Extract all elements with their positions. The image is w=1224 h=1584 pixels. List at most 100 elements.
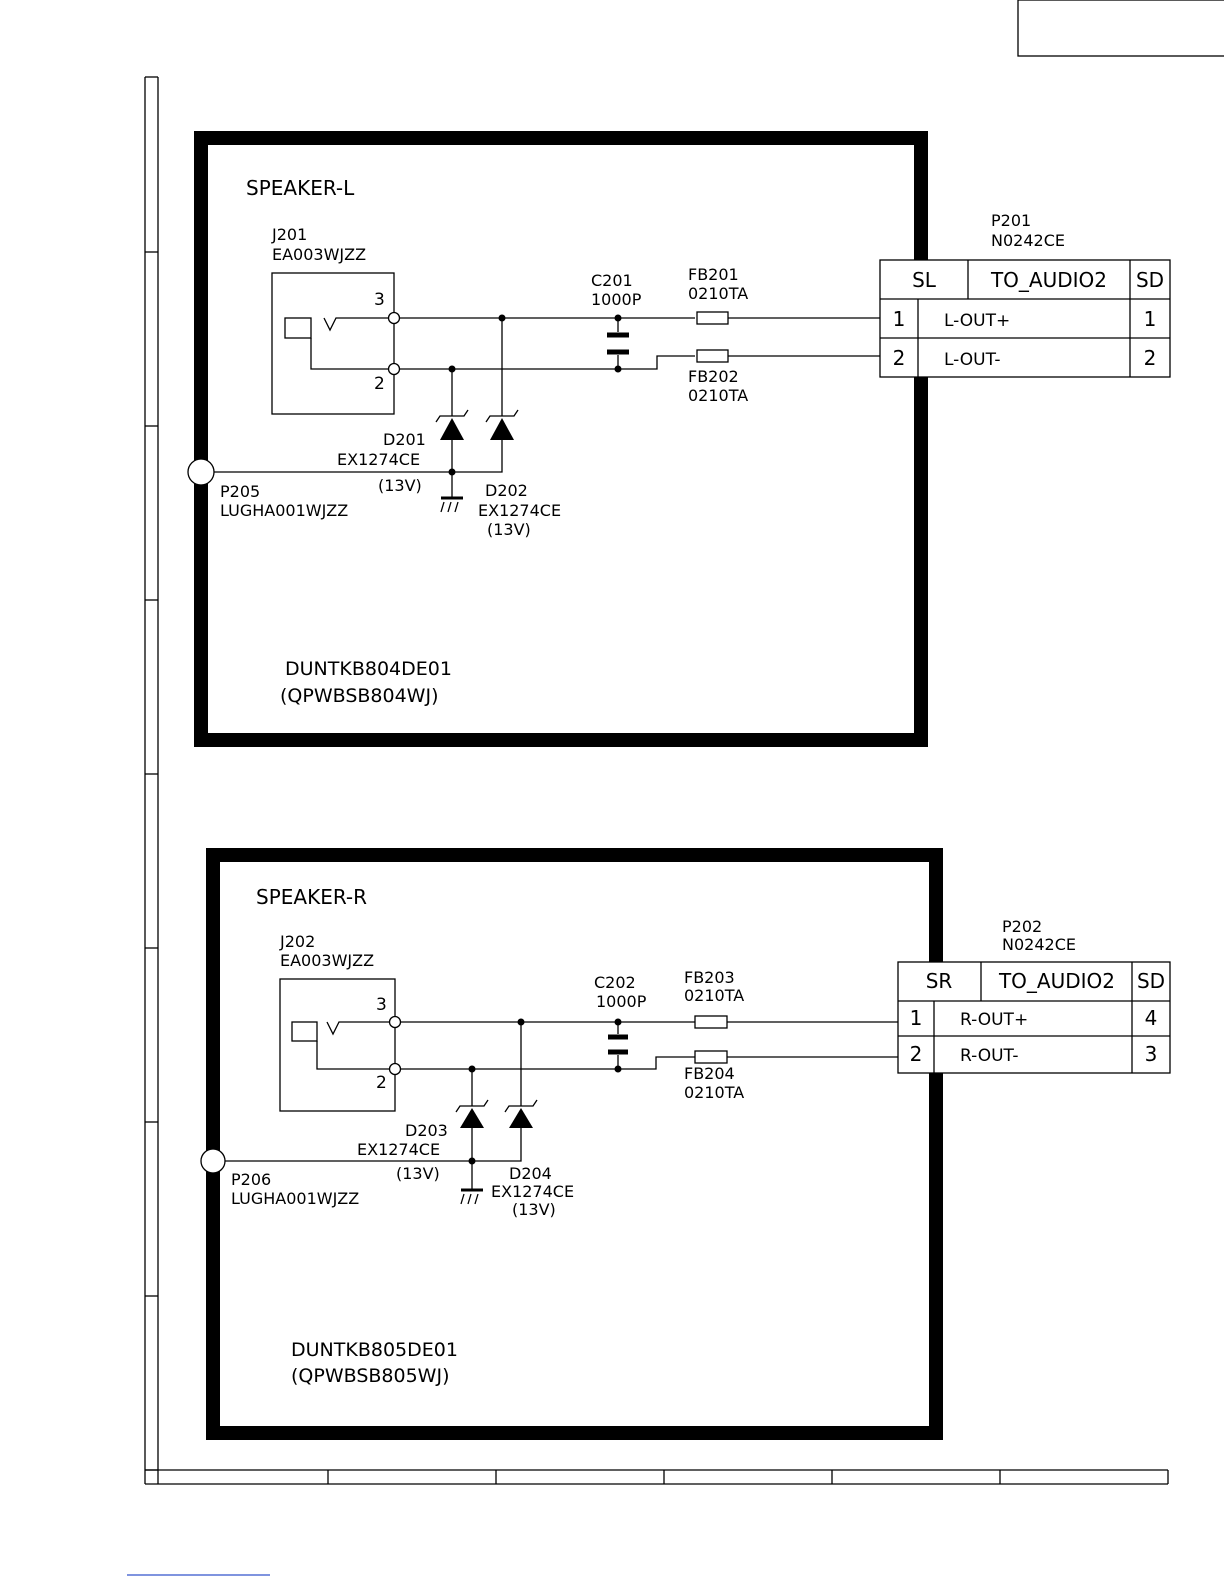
j201-plug-icon — [284, 317, 312, 339]
junction-dot — [448, 468, 456, 476]
p201-ref: P201 — [991, 211, 1031, 230]
p201-part: N0242CE — [991, 231, 1065, 250]
c201-value: 1000P — [591, 290, 642, 309]
d201-voltage: (13V) — [378, 476, 422, 495]
d202-voltage: (13V) — [487, 520, 531, 539]
p202-header-name: TO_AUDIO2 — [998, 969, 1115, 993]
j202-jack-body — [279, 978, 396, 1112]
p205-part: LUGHA001WJZZ — [220, 501, 348, 520]
p201-header-name: TO_AUDIO2 — [990, 268, 1107, 292]
junction-dot — [614, 1018, 622, 1026]
j201-pin2-terminal — [387, 362, 401, 376]
ground-symbol — [440, 496, 463, 513]
c202-capacitor — [608, 1022, 628, 1069]
d204-part: EX1274CE — [491, 1182, 574, 1201]
j201-pin2-label: 2 — [374, 374, 385, 394]
c201-capacitor — [607, 318, 629, 369]
junction-dot — [614, 1065, 622, 1073]
p202-connector-table — [897, 961, 1171, 1074]
p205-ref: P205 — [220, 482, 260, 501]
j201-tip-contact — [323, 317, 394, 332]
d203-voltage: (13V) — [396, 1164, 440, 1183]
speaker-l-board: SPEAKER-L J201 EA003WJZZ 3 2 C201 1000P … — [187, 131, 1171, 747]
c201-ref: C201 — [591, 271, 633, 290]
j202-sleeve-contact — [316, 1041, 395, 1070]
ground-symbol — [460, 1188, 483, 1205]
c202-value: 1000P — [596, 992, 647, 1011]
speaker-r-unit-code: DUNTKB805DE01 — [291, 1339, 458, 1361]
d201-ref: D201 — [383, 430, 426, 449]
p201-row2-signal: L-OUT- — [944, 350, 1001, 370]
d201-zener-diode — [435, 409, 469, 440]
d204-ref: D204 — [509, 1164, 552, 1183]
p206-part: LUGHA001WJZZ — [231, 1189, 359, 1208]
d202-ref: D202 — [485, 481, 528, 500]
speaker-l-board-outline — [194, 131, 928, 747]
p202-header-right: SD — [1137, 969, 1165, 993]
d202-wire-bottom — [452, 440, 503, 473]
speaker-l-title: SPEAKER-L — [246, 176, 355, 200]
junction-dot — [614, 314, 622, 322]
wire-r-out-minus-b — [618, 1056, 695, 1070]
p201-row2-num: 2 — [1144, 346, 1157, 370]
speaker-r-board: SPEAKER-R J202 EA003WJZZ 3 2 C202 1000P … — [200, 848, 1171, 1440]
fb203-part: 0210TA — [684, 986, 744, 1005]
j202-pin3-label: 3 — [376, 995, 387, 1015]
p202-ref: P202 — [1002, 917, 1042, 936]
d203-ref: D203 — [405, 1121, 448, 1140]
j202-part: EA003WJZZ — [280, 951, 374, 970]
d203-part: EX1274CE — [357, 1140, 440, 1159]
j201-pin3-label: 3 — [374, 290, 385, 310]
fb204-ferrite-bead — [694, 1050, 728, 1064]
speaker-l-pwb-code: (QPWBSB804WJ) — [280, 685, 438, 707]
sheet-frame — [127, 0, 1224, 1576]
fb202-ferrite-bead — [696, 349, 729, 363]
j202-plug-icon — [291, 1021, 318, 1042]
j201-ref: J201 — [271, 225, 307, 244]
fb201-ferrite-bead — [696, 311, 729, 325]
p201-header-left: SL — [912, 268, 937, 292]
speaker-r-board-outline — [206, 848, 943, 1440]
p206-ref: P206 — [231, 1170, 271, 1189]
d202-part: EX1274CE — [478, 501, 561, 520]
p202-part: N0242CE — [1002, 935, 1076, 954]
j201-part: EA003WJZZ — [272, 245, 366, 264]
p205-lug-terminal — [187, 458, 215, 486]
fb204-part: 0210TA — [684, 1083, 744, 1102]
p202-row2-pin: 2 — [910, 1042, 923, 1066]
j202-pin3-terminal — [388, 1015, 402, 1029]
p202-row1-num: 4 — [1145, 1006, 1158, 1030]
j201-jack-body — [271, 272, 395, 415]
p201-row1-num: 1 — [1144, 307, 1157, 331]
p201-header-right: SD — [1136, 268, 1164, 292]
wire-l-out-minus-b — [618, 355, 695, 370]
d204-wire-bottom — [472, 1128, 522, 1162]
d203-zener-diode — [455, 1099, 489, 1128]
p202-row1-pin: 1 — [910, 1006, 923, 1030]
p201-row1-pin: 1 — [893, 307, 906, 331]
fb201-part: 0210TA — [688, 284, 748, 303]
p202-row1-signal: R-OUT+ — [960, 1010, 1028, 1030]
junction-dot — [468, 1157, 476, 1165]
j202-pin2-terminal — [388, 1062, 402, 1076]
j202-pin2-label: 2 — [376, 1073, 387, 1093]
fb201-ref: FB201 — [688, 265, 739, 284]
fb202-part: 0210TA — [688, 386, 748, 405]
j201-pin3-terminal — [387, 311, 401, 325]
p202-header-left: SR — [926, 969, 953, 993]
fb203-ref: FB203 — [684, 968, 735, 987]
p201-row2-pin: 2 — [893, 346, 906, 370]
d202-zener-diode — [485, 409, 519, 440]
d204-voltage: (13V) — [512, 1200, 556, 1219]
p202-row2-num: 3 — [1145, 1042, 1158, 1066]
p201-connector-table — [879, 259, 1171, 378]
speaker-r-title: SPEAKER-R — [256, 885, 367, 909]
j201-sleeve-contact — [310, 338, 394, 370]
p206-lug-terminal — [200, 1148, 226, 1174]
speaker-l-unit-code: DUNTKB804DE01 — [285, 658, 452, 680]
junction-dot — [614, 365, 622, 373]
p202-row2-signal: R-OUT- — [960, 1046, 1019, 1066]
j202-tip-contact — [326, 1021, 395, 1036]
fb204-ref: FB204 — [684, 1064, 735, 1083]
